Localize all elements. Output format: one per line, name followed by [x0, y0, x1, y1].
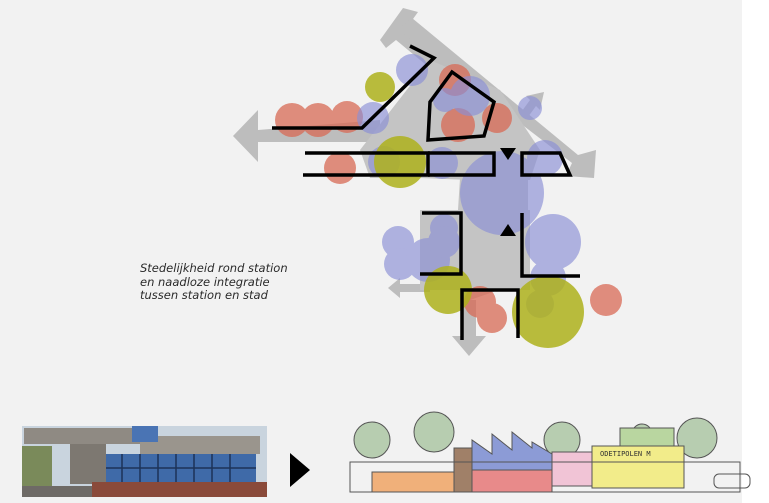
- caption-line-2: en naadloze integratie: [140, 274, 270, 289]
- diagram-caption: Stedelijkheid rond station en naadloze i…: [140, 261, 360, 303]
- sketch-green-block: [619, 427, 675, 447]
- photo-mullions: [106, 454, 256, 484]
- outline-diagonal: [272, 44, 437, 130]
- circle-red: [441, 108, 475, 142]
- circle-blue: [450, 76, 490, 116]
- circle-olive: [424, 266, 472, 314]
- circle-olive: [512, 276, 584, 348]
- arrow-west-lower: [388, 278, 430, 298]
- outline-bracket-left: [420, 211, 463, 276]
- circle-red: [331, 101, 363, 133]
- sketch-tree: [676, 417, 718, 459]
- circle-blue: [525, 214, 581, 270]
- arrow-south: [452, 300, 486, 356]
- caption-line-3: tussen station en stad: [140, 288, 268, 302]
- sketch-outline-block: [349, 461, 741, 493]
- triangle-down-icon: [500, 148, 516, 160]
- photo-slab-right: [140, 436, 260, 454]
- outline-bracket-right: [520, 213, 580, 278]
- streetscape-sketch: ODETIPOLEN M: [349, 411, 751, 493]
- arrow-west: [233, 110, 380, 162]
- outline-bracket-bottom: [460, 288, 520, 340]
- photo-tree: [22, 446, 52, 486]
- caption-line-1: Stedelijkheid rond station: [140, 261, 288, 275]
- sketch-cars: [713, 473, 751, 489]
- sketch-buildings: [349, 427, 741, 493]
- outline-bar-right: [520, 151, 573, 177]
- sketch-tree: [353, 421, 391, 459]
- photo-column: [70, 444, 106, 484]
- circle-blue: [426, 147, 458, 179]
- sketch-car: [713, 473, 751, 489]
- activity-circles: [275, 54, 622, 348]
- circle-blue: [396, 54, 428, 86]
- circle-olive: [374, 136, 426, 188]
- circle-blue: [428, 226, 460, 258]
- sketch-trees: [353, 411, 718, 459]
- circle-blue: [460, 151, 544, 235]
- outline-pentagon: [426, 69, 497, 142]
- triangle-right-icon: [290, 453, 310, 487]
- photo-glass-tower: [132, 426, 158, 442]
- circle-red: [301, 103, 335, 137]
- sketch-orange-base: [371, 471, 463, 493]
- circle-red: [324, 152, 356, 184]
- triangle-up-icon: [500, 224, 516, 236]
- photo-ground-wall: [92, 482, 267, 497]
- photo-glazing: [106, 454, 256, 484]
- sketch-tree: [413, 411, 455, 453]
- sketch-sign: ODETIPOLEN M: [600, 450, 651, 458]
- circle-red: [477, 303, 507, 333]
- circle-red: [482, 103, 512, 133]
- circle-red: [590, 284, 622, 316]
- building-outlines: [272, 44, 580, 340]
- station-photo: [22, 426, 267, 497]
- photo-roof-slab: [24, 428, 144, 444]
- olive-circles: [365, 72, 584, 348]
- sketch-sawtooth-roof: [471, 430, 553, 471]
- sketch-pink-block: [551, 451, 593, 487]
- circle-blue: [518, 96, 542, 120]
- circle-blue: [527, 140, 563, 176]
- photo-pavement: [22, 486, 92, 497]
- sketch-yellow-block: [591, 445, 685, 489]
- outline-bar-mid: [428, 151, 496, 177]
- circle-olive: [365, 72, 395, 102]
- sketch-red-base: [471, 469, 553, 493]
- sketch-brown-panel: [453, 447, 473, 493]
- outline-bar-left: [303, 151, 430, 177]
